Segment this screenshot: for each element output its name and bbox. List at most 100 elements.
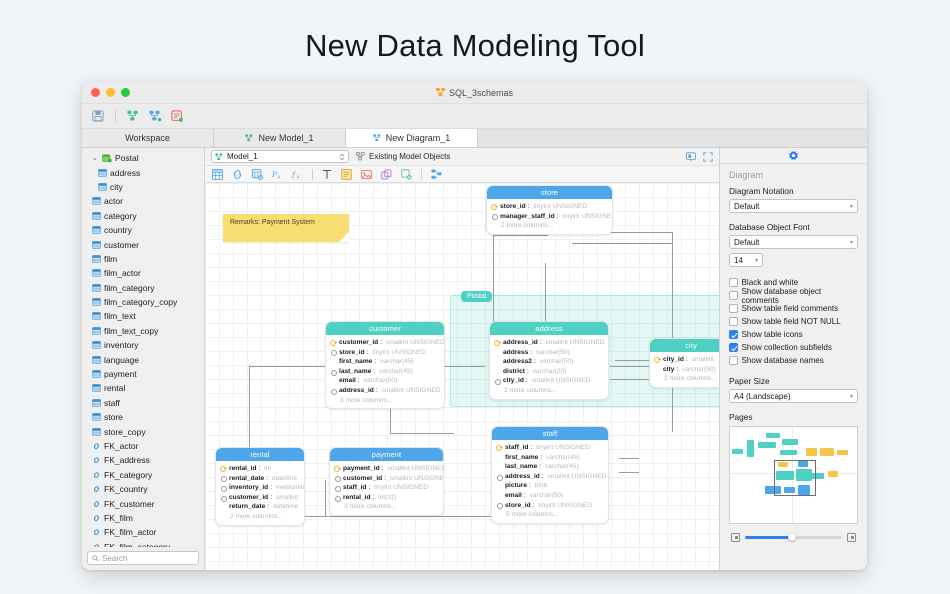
tree-item-staff[interactable]: staff [82, 396, 204, 410]
present-icon[interactable] [686, 151, 696, 162]
tab-workspace[interactable]: Workspace [82, 129, 214, 147]
field-type: tinyint UNSIGNED [562, 212, 613, 220]
tree-item-fk_film_category[interactable]: FK_film_category [82, 540, 204, 547]
search-input[interactable]: Search [87, 551, 199, 565]
entity-store[interactable]: store store_id: tinyint UNSIGNED manager… [486, 185, 613, 235]
tree-item-postal[interactable]: ⌄ Postal [82, 151, 204, 165]
field-row: email: varchar(50) [505, 491, 564, 499]
checkbox-box[interactable] [729, 304, 738, 313]
fit-all-icon[interactable] [847, 532, 856, 542]
checkbox-box[interactable] [729, 291, 738, 300]
minimize-button[interactable] [106, 88, 115, 97]
tree-item-category[interactable]: category [82, 209, 204, 223]
settings-gear-icon[interactable] [788, 150, 799, 161]
add-shape-icon[interactable] [401, 168, 412, 180]
fullscreen-icon[interactable] [703, 151, 713, 162]
new-diagram-icon[interactable] [149, 110, 162, 122]
entity-address[interactable]: address address_id: smallint UNSIGNED ad… [489, 321, 609, 400]
pages-preview[interactable] [729, 426, 858, 524]
tree-item-customer[interactable]: customer [82, 237, 204, 251]
field-name: email [339, 377, 356, 385]
new-view-icon[interactable] [252, 168, 263, 180]
connector [619, 458, 639, 459]
chevron-down-icon[interactable]: ⌄ [92, 154, 98, 162]
checkbox-box[interactable] [729, 317, 738, 326]
tree-item-film_actor[interactable]: film_actor [82, 266, 204, 280]
font-size-select[interactable]: 14 ▾ [729, 253, 763, 267]
field-row: address2: varchar(50) [503, 358, 574, 366]
checkbox-black-and-white[interactable]: Black and white [729, 276, 858, 289]
tree-item-city[interactable]: city [82, 180, 204, 194]
entity-city[interactable]: city city_id: smallint city: varchar(50)… [649, 338, 719, 388]
new-procedure-icon[interactable]: P x [272, 169, 283, 180]
note-icon[interactable] [341, 168, 352, 180]
paper-size-select[interactable]: A4 (Landscape) ▾ [729, 389, 858, 403]
new-table-icon[interactable] [212, 168, 223, 180]
entity-staff[interactable]: staff staff_id: tinyint UNSIGNED first_n… [491, 426, 609, 524]
tree-item-address[interactable]: address [82, 165, 204, 179]
new-relation-icon[interactable] [232, 169, 243, 180]
tree-item-film_text_copy[interactable]: film_text_copy [82, 324, 204, 338]
tree-item-language[interactable]: language [82, 352, 204, 366]
close-button[interactable] [91, 88, 100, 97]
tree-item-payment[interactable]: payment [82, 367, 204, 381]
tree-item-film_category_copy[interactable]: film_category_copy [82, 295, 204, 309]
tree-item-actor[interactable]: actor [82, 194, 204, 208]
entity-payment[interactable]: payment payment_id: smallint UNSIGNED cu… [329, 447, 444, 516]
remarks-note[interactable]: Remarks: Payment System [223, 214, 349, 242]
tree-item-fk_film_actor[interactable]: FK_film_actor [82, 525, 204, 539]
notation-select[interactable]: Default ▾ [729, 199, 858, 213]
new-script-icon[interactable] [171, 110, 183, 122]
object-tree[interactable]: ⌄ Postal address city actor category cou… [82, 148, 204, 547]
diagram-toolbar-right [686, 151, 713, 162]
tree-item-fk_actor[interactable]: FK_actor [82, 439, 204, 453]
new-function-icon[interactable]: f x [292, 169, 303, 180]
tab-new-diagram-1[interactable]: New Diagram_1 [346, 129, 478, 147]
field-name: city_id [663, 356, 684, 363]
checkbox-show-database-names[interactable]: Show database names [729, 354, 858, 367]
image-icon[interactable] [361, 169, 372, 180]
sidebar-search-wrap: Search [82, 547, 204, 570]
shape-icon[interactable] [381, 168, 392, 180]
checkbox-box[interactable] [729, 330, 738, 339]
table-icon [92, 269, 101, 278]
text-icon[interactable] [322, 169, 332, 180]
tree-item-film_text[interactable]: film_text [82, 309, 204, 323]
zoom-slider-knob[interactable] [787, 533, 796, 541]
layout-icon[interactable] [431, 169, 442, 180]
checkbox-show-database-object-comments[interactable]: Show database object comments [729, 287, 858, 305]
checkbox-box[interactable] [729, 343, 738, 352]
entity-rental[interactable]: rental rental_id: int rental_date: datet… [215, 447, 305, 526]
tree-item-inventory[interactable]: inventory [82, 338, 204, 352]
save-icon[interactable] [92, 110, 104, 122]
tree-item-store_copy[interactable]: store_copy [82, 424, 204, 438]
tree-item-fk_country[interactable]: FK_country [82, 482, 204, 496]
tree-item-fk_customer[interactable]: FK_customer [82, 496, 204, 510]
checkbox-box[interactable] [729, 356, 738, 365]
new-model-icon[interactable] [127, 110, 140, 122]
checkbox-show-collection-subfields[interactable]: Show collection subfields [729, 341, 858, 354]
tree-item-fk_category[interactable]: FK_category [82, 468, 204, 482]
zoom-slider[interactable] [745, 533, 842, 541]
fit-page-icon[interactable] [731, 532, 740, 542]
tree-item-fk_film[interactable]: FK_film [82, 511, 204, 525]
zoom-button[interactable] [121, 88, 130, 97]
tree-item-store[interactable]: store [82, 410, 204, 424]
tab-new-model-1[interactable]: New Model_1 [214, 129, 346, 147]
checkbox-show-table-icons[interactable]: Show table icons [729, 328, 858, 341]
tree-item-film_category[interactable]: film_category [82, 281, 204, 295]
checkbox-box[interactable] [729, 278, 738, 287]
model-select[interactable]: Model_1 [211, 150, 349, 163]
tree-item-film[interactable]: film [82, 252, 204, 266]
entity-customer[interactable]: customer customer_id: smallint UNSIGNED … [325, 321, 445, 410]
font-select[interactable]: Default ▾ [729, 235, 858, 249]
diagram-canvas[interactable]: Postal Remarks: Payment System [205, 183, 719, 570]
tree-item-rental[interactable]: rental [82, 381, 204, 395]
checkbox-show-table-field-not-null[interactable]: Show table field NOT NULL [729, 315, 858, 328]
tree-item-fk_address[interactable]: FK_address [82, 453, 204, 467]
existing-model-objects-button[interactable]: Existing Model Objects [356, 152, 450, 161]
more-columns-row: 2 more columns... [491, 221, 608, 231]
checkbox-show-table-field-comments[interactable]: Show table field comments [729, 302, 858, 315]
page-frame[interactable] [774, 460, 816, 496]
tree-item-country[interactable]: country [82, 223, 204, 237]
